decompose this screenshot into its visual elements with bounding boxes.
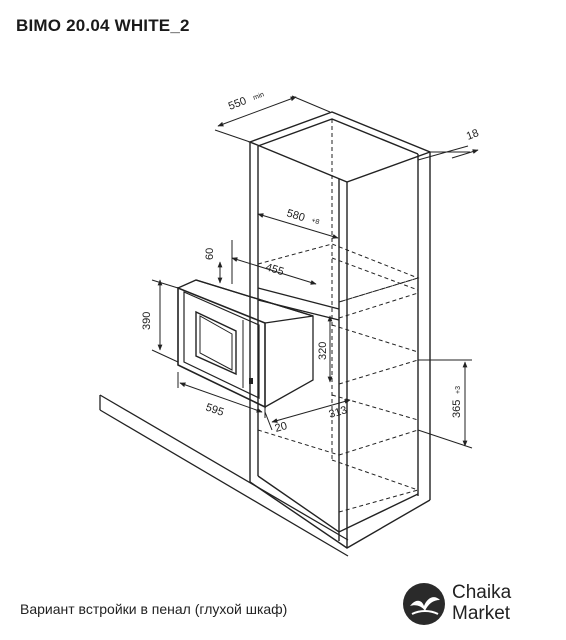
logo-line2: Market: [452, 603, 511, 624]
dim-side-depth: 313: [328, 404, 349, 421]
dim-inner-height: 320: [317, 342, 329, 360]
caption: Вариант встройки в пенал (глухой шкаф): [20, 601, 288, 617]
logo-text: Chaika Market: [452, 582, 511, 624]
dim-niche-width: 580: [285, 207, 306, 224]
dimension-lines: [151, 95, 479, 449]
cabinet: [248, 111, 432, 549]
dim-cabinet-depth: 550: [227, 95, 248, 113]
seagull-icon: [403, 583, 445, 625]
floor-lines: [99, 394, 349, 557]
dim-front-offset: 20: [274, 420, 289, 435]
logo-line1: Chaika: [452, 582, 512, 603]
dim-niche-height-tol: +3: [455, 386, 462, 394]
dim-top-gap: 60: [204, 248, 216, 260]
logo: Chaika Market: [400, 580, 550, 630]
dim-device-depth: 455: [264, 261, 285, 278]
dim-niche-height: 365: [451, 400, 463, 418]
dim-device-height: 390: [141, 312, 153, 330]
dim-device-width: 595: [204, 401, 225, 418]
page-title: BIMO 20.04 WHITE_2: [16, 16, 190, 35]
dim-niche-width-tol: +8: [310, 217, 320, 226]
hidden-edges: [257, 119, 420, 513]
dim-panel-thickness: 18: [465, 127, 481, 143]
dim-cabinet-depth-note: min: [252, 91, 265, 102]
microwave: [177, 279, 314, 409]
